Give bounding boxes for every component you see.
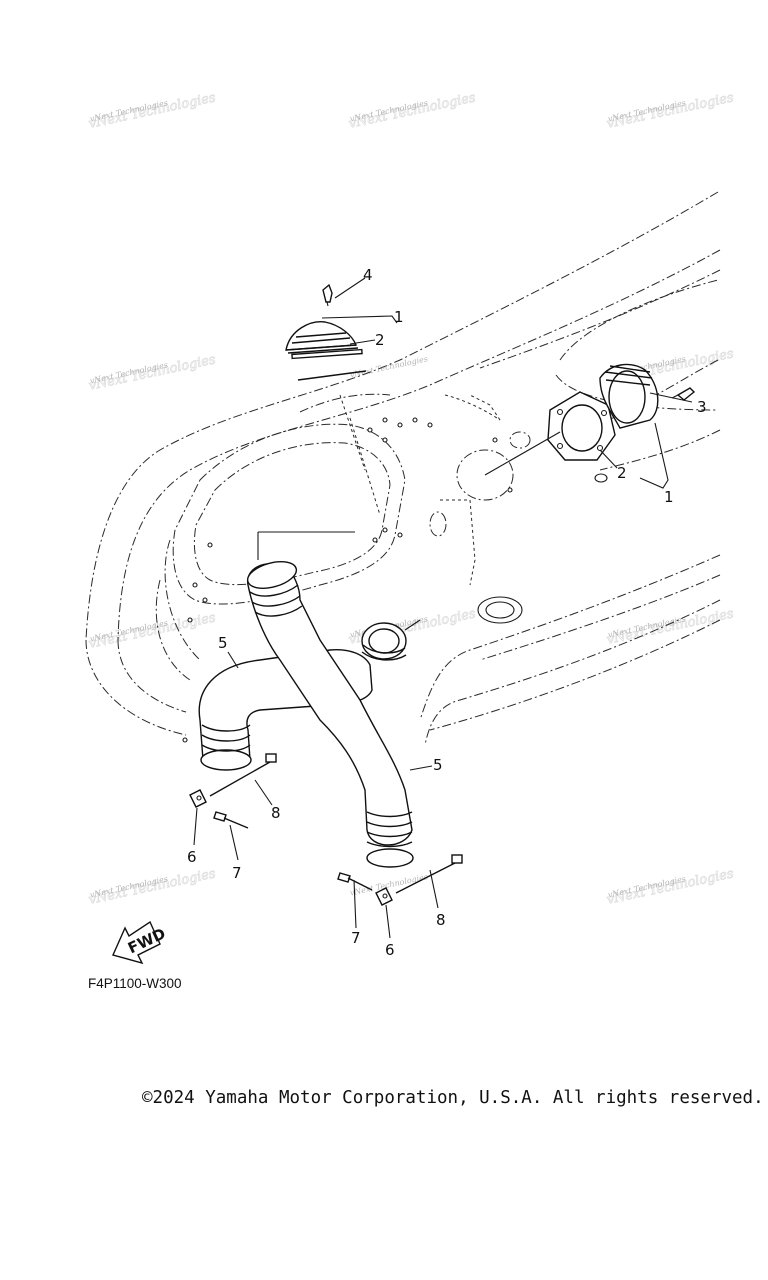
callouts: 4 1 2 3 2 1 5 5 8 6 7 7 6 8 <box>187 266 707 959</box>
callout-1: 1 <box>394 308 404 326</box>
copyright-notice: ©2024 Yamaha Motor Corporation, U.S.A. A… <box>142 1088 764 1108</box>
callout-8: 8 <box>436 911 446 929</box>
hardware-left <box>189 753 277 829</box>
forward-arrow: FWD <box>112 920 168 965</box>
callout-5: 5 <box>433 756 443 774</box>
hardware-right <box>337 854 463 906</box>
callout-5: 5 <box>218 634 228 652</box>
duct-hose-right <box>246 561 414 868</box>
callout-7: 7 <box>232 864 242 882</box>
rivet-holes <box>182 417 513 743</box>
callout-4: 4 <box>363 266 373 284</box>
leader-lines <box>193 277 693 939</box>
callout-2: 2 <box>375 331 385 349</box>
watermark: vNext Technologies <box>349 354 429 379</box>
diagram-code: F4P1100-W300 <box>88 976 182 991</box>
vent-cover-right <box>547 363 659 483</box>
callout-3: 3 <box>697 398 707 416</box>
callout-6: 6 <box>187 848 197 866</box>
watermarks: vNext Technologies vNext Technologies vN… <box>87 90 736 908</box>
callout-2: 2 <box>617 464 627 482</box>
rivet-top <box>322 283 333 307</box>
callout-8: 8 <box>271 804 281 822</box>
callout-1: 1 <box>664 488 674 506</box>
cap-assembly-top <box>285 321 367 381</box>
callout-7: 7 <box>351 929 361 947</box>
callout-6: 6 <box>385 941 395 959</box>
